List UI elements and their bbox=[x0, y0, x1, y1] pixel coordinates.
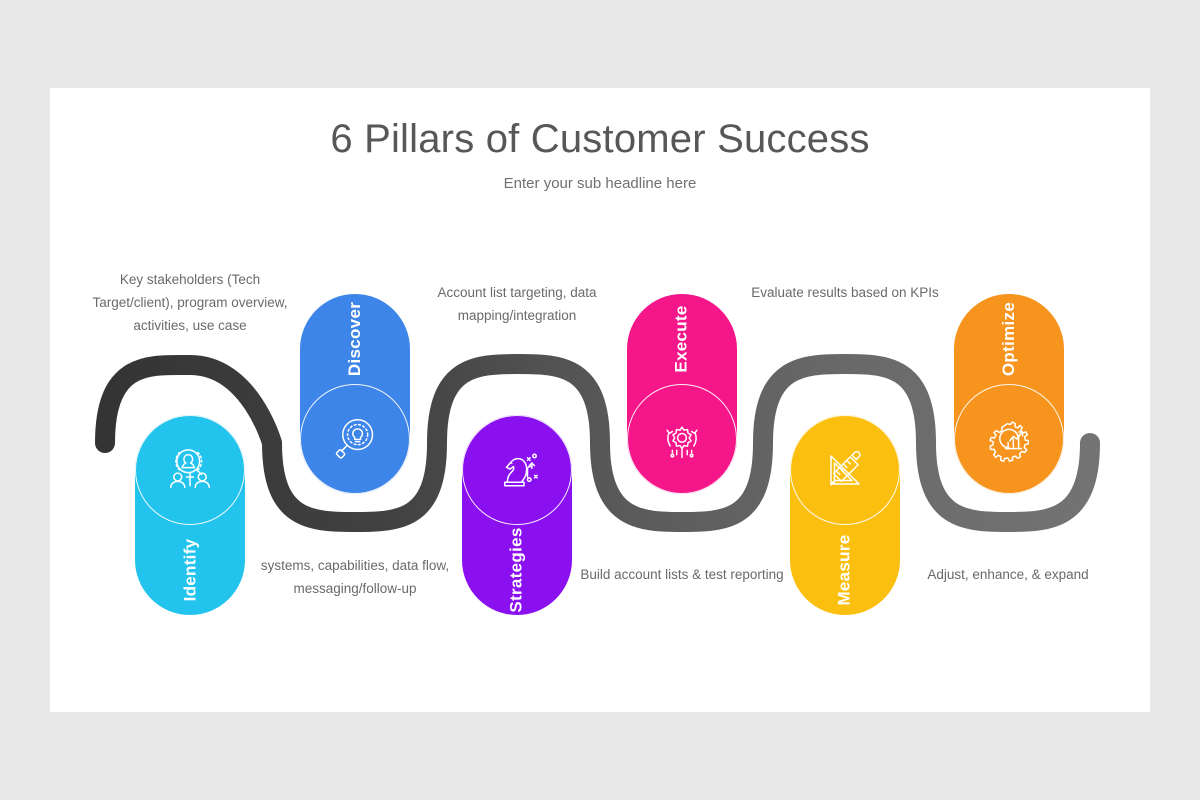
page-title: 6 Pillars of Customer Success bbox=[330, 117, 870, 161]
headline-block: 6 Pillars of Customer Success Enter your… bbox=[50, 116, 1150, 193]
slide-card: 6 Pillars of Customer Success Enter your… bbox=[50, 88, 1150, 712]
page-subtitle: Enter your sub headline here bbox=[503, 175, 697, 193]
